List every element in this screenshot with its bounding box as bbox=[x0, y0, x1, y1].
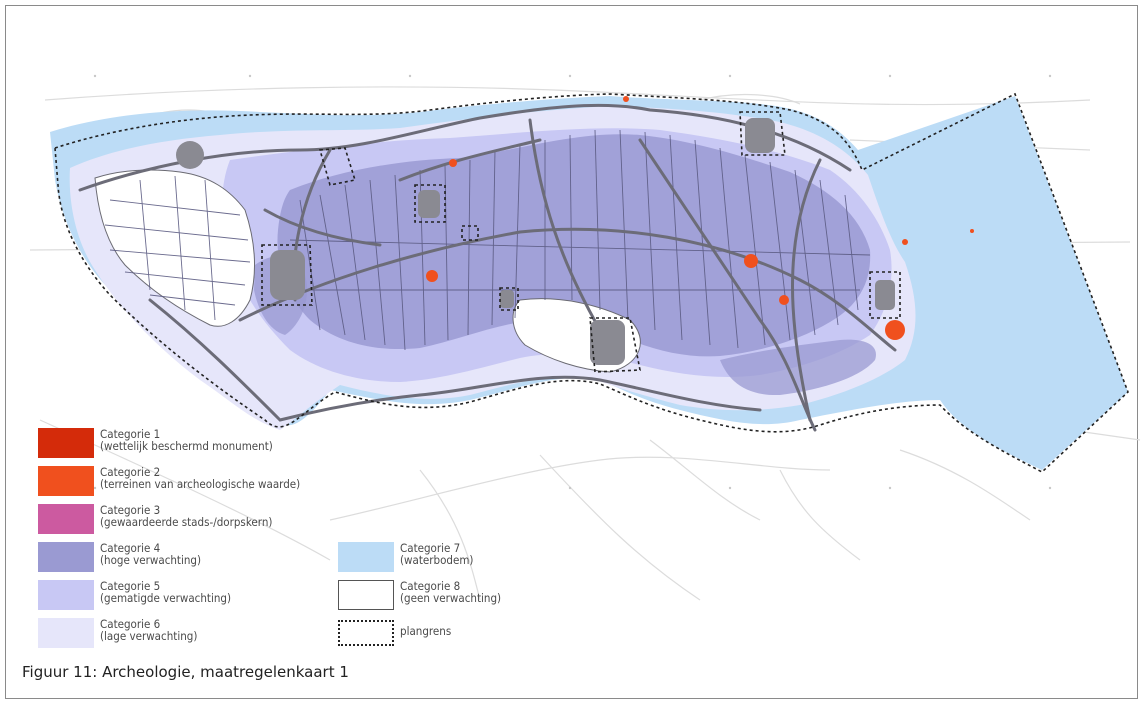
legend-title: Categorie 5 bbox=[100, 579, 161, 593]
legend-desc: (gewaardeerde stads-/dorpskern) bbox=[100, 515, 273, 529]
legend-desc: (gematigde verwachting) bbox=[100, 591, 231, 605]
legend-title: Categorie 3 bbox=[100, 503, 161, 517]
villages bbox=[176, 118, 895, 365]
legend-desc: (waterbodem) bbox=[400, 553, 474, 567]
legend-plangrens-label: plangrens bbox=[400, 624, 452, 638]
roads bbox=[78, 103, 897, 432]
legend-item-cat5: Categorie 5 (gematigde verwachting) bbox=[38, 580, 231, 610]
land-cat8-west bbox=[94, 169, 256, 327]
legend-item-cat1: Categorie 1 (wettelijk beschermd monumen… bbox=[38, 428, 273, 458]
legend-title: Categorie 1 bbox=[100, 427, 161, 441]
figure-caption: Figuur 11: Archeologie, maatregelenkaart… bbox=[22, 663, 349, 681]
legend-swatch-cat3 bbox=[38, 504, 94, 534]
legend-desc: (lage verwachting) bbox=[100, 629, 198, 643]
legend-swatch-cat8 bbox=[338, 580, 394, 610]
legend-title: Categorie 4 bbox=[100, 541, 161, 555]
legend-swatch-cat4 bbox=[38, 542, 94, 572]
legend-item-cat7: Categorie 7 (waterbodem) bbox=[338, 542, 473, 572]
legend-item-cat3: Categorie 3 (gewaardeerde stads-/dorpske… bbox=[38, 504, 272, 534]
legend-title: Categorie 8 bbox=[400, 579, 461, 593]
legend-swatch-cat1 bbox=[38, 428, 94, 458]
legend-swatch-cat7 bbox=[338, 542, 394, 572]
legend-swatch-cat5 bbox=[38, 580, 94, 610]
legend-item-cat4: Categorie 4 (hoge verwachting) bbox=[38, 542, 201, 572]
legend-desc: (hoge verwachting) bbox=[100, 553, 202, 567]
legend-item-cat6: Categorie 6 (lage verwachting) bbox=[38, 618, 197, 648]
land-cat4 bbox=[277, 134, 871, 357]
land-cat4-east bbox=[720, 339, 876, 396]
legend-item-plangrens: plangrens bbox=[338, 618, 451, 646]
cat2-sites bbox=[426, 96, 974, 340]
legend-desc: (wettelijk beschermd monument) bbox=[100, 439, 273, 453]
legend-swatch-cat2 bbox=[38, 466, 94, 496]
legend-swatch-cat6 bbox=[38, 618, 94, 648]
legend-item-cat8: Categorie 8 (geen verwachting) bbox=[338, 580, 501, 610]
legend-swatch-plangrens bbox=[338, 620, 394, 646]
legend-title: Categorie 6 bbox=[100, 617, 161, 631]
legend-item-cat2: Categorie 2 (terreinen van archeologisch… bbox=[38, 466, 300, 496]
legend-title: Categorie 7 bbox=[400, 541, 461, 555]
legend-desc: (geen verwachting) bbox=[400, 591, 502, 605]
legend-title: Categorie 2 bbox=[100, 465, 161, 479]
legend-desc: (terreinen van archeologische waarde) bbox=[100, 477, 301, 491]
plangrens-boundary bbox=[54, 92, 1129, 473]
